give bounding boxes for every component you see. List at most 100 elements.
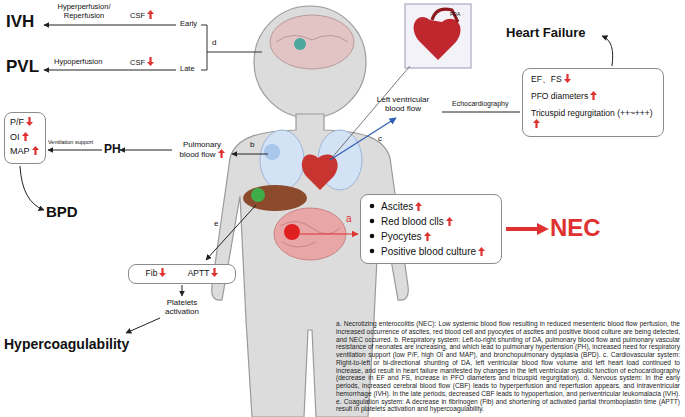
- finding-row: PFO diameters: [531, 91, 655, 102]
- label-text: Hyperperfusion/ Reperfusion: [58, 2, 111, 20]
- outcome-label: Hypercoagulability: [4, 336, 129, 352]
- bullet: [369, 247, 377, 255]
- arrow-glyph: [211, 268, 218, 277]
- arrow-glyph: [424, 232, 431, 241]
- outcome-label: PH: [104, 143, 121, 157]
- finding-text: Ascites: [381, 201, 413, 212]
- callout-letter: d: [212, 38, 216, 47]
- label-text: d: [212, 38, 216, 47]
- finding-box: EF、FS PFO diametersTricuspid regurgitatio…: [522, 68, 664, 137]
- finding-text: Positive blood culture: [381, 246, 476, 257]
- arrow-ivh: [44, 25, 176, 26]
- increase-arrow: [32, 146, 39, 155]
- head: [254, 6, 366, 118]
- arrow-glyph: [533, 119, 540, 128]
- liver: [243, 185, 307, 211]
- decrease-arrow: [564, 74, 571, 83]
- caption-text: a. Necrotizing enterocolitis (NEC): Low …: [336, 320, 680, 412]
- increase-arrow: [478, 247, 485, 256]
- increase-arrow: [590, 91, 597, 100]
- finding-box: Fib APTT: [128, 264, 236, 284]
- label-text: Hypoperfusion: [54, 57, 102, 66]
- label-text: Late: [180, 64, 195, 73]
- heart: [302, 155, 338, 190]
- decrease-arrow: [211, 268, 218, 277]
- finding-row: Red blood clls: [369, 215, 493, 228]
- bullet: [369, 232, 377, 240]
- finding-box: P/FOIMAP: [4, 112, 46, 164]
- left-lung: [260, 130, 304, 190]
- finding-row: APTT: [188, 268, 219, 280]
- label-text: Early: [180, 19, 197, 28]
- outcome-label: PVL: [6, 57, 39, 77]
- liver-spot: [251, 188, 265, 202]
- increase-arrow: [415, 202, 422, 211]
- label-text: Echocardiography: [452, 100, 508, 107]
- arrow-a: [300, 233, 358, 234]
- arrow-b: [232, 154, 268, 155]
- arrow-e: [206, 205, 256, 260]
- finding-text: PFO diameters: [531, 91, 588, 101]
- arrow-glyph: [26, 117, 33, 126]
- finding-text: EF、FS: [531, 74, 562, 84]
- label-text: a: [346, 213, 352, 224]
- callout-letter: c: [378, 134, 382, 143]
- outcome-label: BPD: [46, 203, 78, 220]
- lung-spot: [264, 144, 280, 160]
- outcome-label: NEC: [550, 214, 601, 242]
- process-label: Hyperperfusion/ Reperfusion: [50, 3, 118, 20]
- bullet-dot: [370, 219, 375, 224]
- arrow-nec: [506, 227, 544, 231]
- arrow-glyph: [590, 91, 597, 100]
- outcome-label: Heart Failure: [506, 26, 585, 41]
- finding-row: MAP: [10, 146, 40, 158]
- process-label: Left ventricular blood flow: [366, 95, 440, 113]
- arrow-glyph: [22, 132, 29, 141]
- increase-arrow: [533, 119, 540, 128]
- arrow-ventilation: [48, 150, 102, 151]
- arrow-heart-failure: [602, 36, 613, 66]
- increase-arrow: [424, 232, 431, 241]
- arrow-bpd: [20, 166, 44, 210]
- increase-arrow: [218, 149, 225, 158]
- label-text: b: [250, 140, 254, 149]
- arrow-glyph: [32, 146, 39, 155]
- arrow-platelets: [182, 285, 183, 296]
- method-label: Echocardiography: [452, 100, 508, 108]
- label-text: Pulmonary blood flow: [179, 140, 221, 159]
- bullet-dot: [370, 234, 375, 239]
- arrow-glyph: [564, 74, 571, 83]
- finding-box: AscitesRed blood cllsPyocytesPositive bl…: [360, 194, 502, 264]
- arrow-pvl: [44, 70, 176, 71]
- echo-line: [442, 112, 520, 113]
- figure-caption: a. Necrotizing enterocolitis (NEC): Low …: [336, 320, 680, 413]
- bullet-dot: [370, 204, 375, 209]
- arrow-glyph: [147, 57, 154, 66]
- label-text: PH: [104, 142, 121, 156]
- finding-text: Red blood clls: [381, 216, 444, 227]
- bullet: [369, 202, 377, 210]
- brain: [270, 15, 354, 69]
- finding-row: P/F: [10, 117, 40, 129]
- arrow-ph: [120, 150, 172, 151]
- increase-arrow: [446, 217, 453, 226]
- finding-row: Tricuspid regurgitation (++~+++): [531, 108, 655, 130]
- process-label: Hypoperfusion: [54, 58, 102, 67]
- bullet: [369, 217, 377, 225]
- arrow-glyph: [415, 202, 422, 211]
- label-text: Platelets activation: [165, 298, 199, 316]
- finding-text: Fib: [146, 268, 158, 278]
- arrow-glyph: [478, 247, 485, 256]
- finding-row: EF、FS: [531, 74, 655, 85]
- label-text: Left ventricular blood flow: [377, 95, 429, 113]
- callout-letter: b: [250, 140, 254, 149]
- finding-text: P/F: [10, 117, 24, 127]
- label-text: CSF: [130, 11, 145, 20]
- arrow-glyph: [218, 149, 225, 158]
- finding-row: Positive blood culture: [369, 245, 493, 258]
- marker-label: CSF: [130, 10, 154, 21]
- process-label: Ventilation support: [48, 139, 93, 145]
- intestine-spot: [284, 224, 300, 240]
- inset-leader: [330, 66, 410, 160]
